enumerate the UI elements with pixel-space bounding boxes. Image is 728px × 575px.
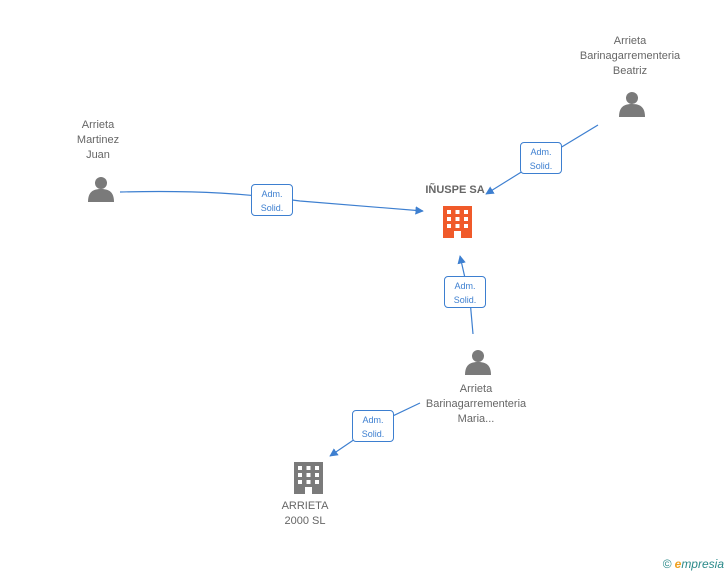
- person-label-juan[interactable]: Arrieta Martinez Juan: [58, 118, 138, 163]
- label-line: 2000 SL: [284, 515, 326, 527]
- brand-initial: e: [674, 557, 682, 571]
- role-label: Adm.: [362, 415, 384, 425]
- person-label-maria[interactable]: Arrieta Barinagarrementeria Maria...: [416, 382, 536, 427]
- role-label: Solid.: [529, 161, 553, 171]
- label-line: Arrieta: [81, 119, 115, 131]
- edge-role-box-juan[interactable]: Adm. Solid.: [251, 184, 293, 216]
- role-label: Adm.: [261, 189, 283, 199]
- role-label: Solid.: [260, 203, 284, 213]
- brand-name: mpresia: [681, 557, 724, 571]
- building-icon-arrieta2000[interactable]: [294, 462, 323, 494]
- label-line: ARRIETA: [281, 500, 329, 512]
- person-label-beatriz[interactable]: Arrieta Barinagarrementeria Beatriz: [570, 34, 690, 79]
- label-line: Arrieta: [613, 35, 647, 47]
- edge-role-box-beatriz[interactable]: Adm. Solid.: [520, 142, 562, 174]
- copyright-icon: ©: [662, 557, 672, 571]
- label-line: Maria...: [457, 413, 495, 425]
- role-label: Solid.: [361, 429, 385, 439]
- label-line: Barinagarrementeria: [579, 50, 681, 62]
- label-line: Beatriz: [612, 65, 648, 77]
- person-icon-beatriz[interactable]: [619, 92, 645, 117]
- person-icon-juan[interactable]: [88, 177, 114, 202]
- role-label: Adm.: [454, 281, 476, 291]
- brand-logo: ©empresia: [663, 557, 724, 571]
- center-company-label[interactable]: IÑUSPE SA: [425, 184, 485, 196]
- person-icon-maria[interactable]: [465, 350, 491, 375]
- role-label: Adm.: [530, 147, 552, 157]
- edge-role-box-maria-arrieta2000[interactable]: Adm. Solid.: [352, 410, 394, 442]
- role-label: Solid.: [453, 295, 477, 305]
- label-line: Martinez: [76, 134, 120, 146]
- building-icon-center[interactable]: [443, 206, 472, 238]
- company-label-arrieta2000[interactable]: ARRIETA 2000 SL: [265, 499, 345, 529]
- label-line: Juan: [86, 149, 110, 161]
- label-line: Arrieta: [459, 383, 493, 395]
- label-line: Barinagarrementeria: [425, 398, 527, 410]
- edge-role-box-maria-center[interactable]: Adm. Solid.: [444, 276, 486, 308]
